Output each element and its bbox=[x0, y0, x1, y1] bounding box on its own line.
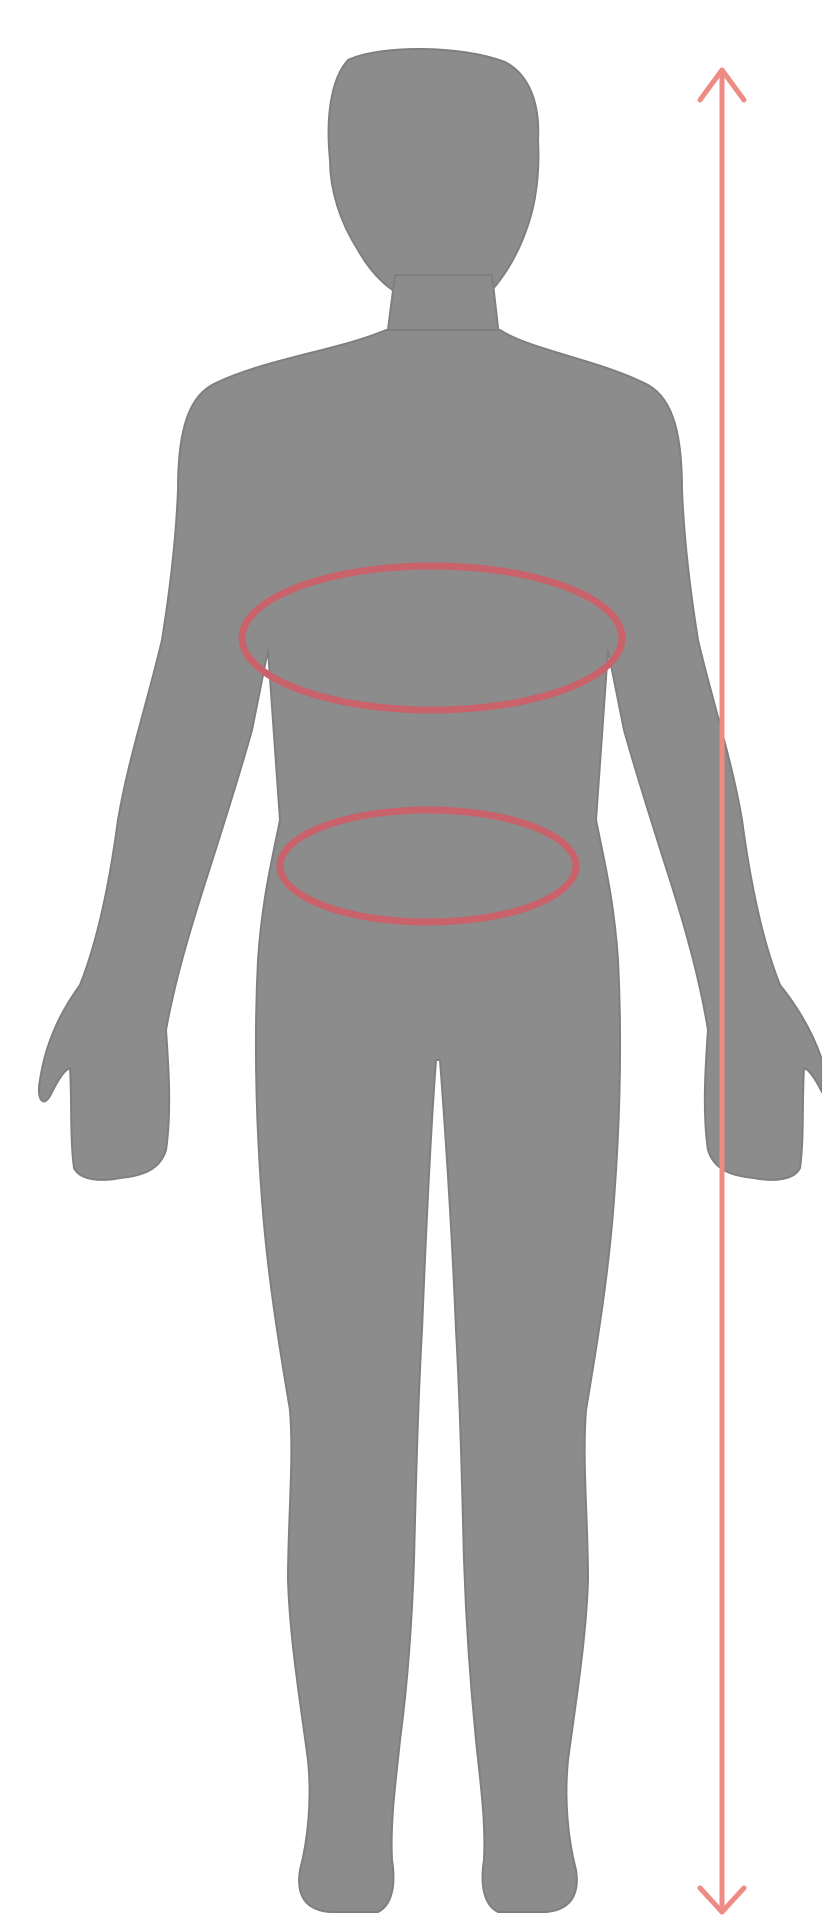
silhouette-head bbox=[329, 49, 539, 300]
body-silhouette bbox=[39, 49, 822, 1912]
